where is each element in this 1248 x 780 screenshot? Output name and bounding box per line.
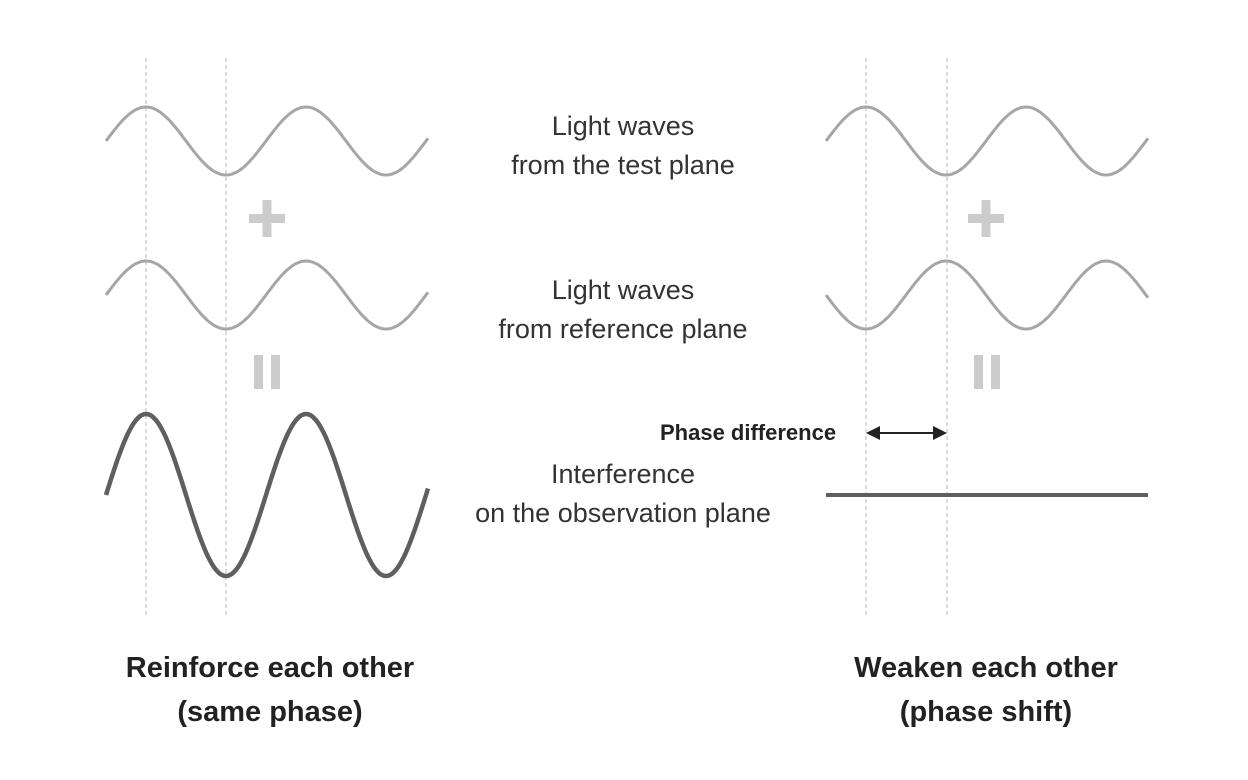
left-plus-icon (249, 200, 285, 237)
test-plane-label: Light waves from the test plane (511, 111, 735, 180)
right-caption: Weaken each other (phase shift) (854, 652, 1118, 728)
right-test-wave (824, 105, 1150, 177)
left-reference-wave (104, 259, 430, 331)
phase-difference-label: Phase difference (660, 420, 837, 445)
left-caption: Reinforce each other (same phase) (125, 652, 415, 728)
reference-plane-label: Light waves from reference plane (498, 275, 748, 344)
right-plus-icon (968, 200, 1004, 237)
left-interference-wave (103, 411, 431, 579)
left-test-wave (104, 105, 430, 177)
phase-difference-arrow-icon (866, 426, 947, 440)
right-reference-wave (824, 259, 1150, 331)
guide-lines (145, 58, 948, 618)
interference-label: Interference on the observation plane (475, 459, 771, 528)
left-equals-icon (254, 355, 280, 389)
right-equals-icon (974, 355, 1000, 389)
